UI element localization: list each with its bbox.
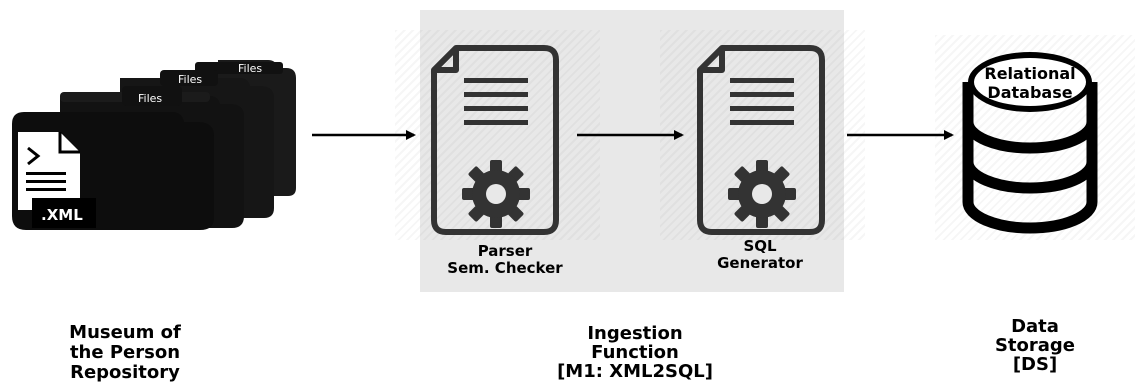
- xml-files-folders: .XML Files Files Files: [12, 60, 296, 230]
- storage-caption: Data Storage [DS]: [965, 316, 1105, 375]
- generator-label-line: Generator: [717, 254, 803, 273]
- caption-line: Repository: [70, 361, 180, 383]
- caption-line: [DS]: [1012, 353, 1058, 375]
- file-badge-label: .XML: [41, 206, 83, 224]
- ingestion-function-panel: [420, 10, 844, 292]
- parser-label: Parser Sem. Checker: [430, 242, 580, 278]
- caption-line: Museum of: [69, 322, 181, 343]
- xml-document-icon: [18, 132, 96, 228]
- ingestion-caption: Ingestion Function [M1: XML2SQL]: [535, 323, 735, 382]
- caption-line: [M1: XML2SQL]: [557, 360, 713, 382]
- parser-label-line: Sem. Checker: [447, 259, 563, 278]
- caption-line: Ingestion: [587, 323, 683, 344]
- generator-label: SQL Generator: [690, 237, 830, 273]
- database-label: Relational Database: [960, 64, 1100, 102]
- caption-line: Storage: [994, 334, 1076, 356]
- folder-tab-label: Files: [238, 62, 262, 75]
- parser-label-line: Parser: [477, 242, 533, 260]
- database-icon: [962, 52, 1098, 234]
- gear-icon: [728, 160, 796, 228]
- generator-document-gear-icon: [697, 45, 825, 235]
- generator-label-line: SQL: [743, 237, 777, 255]
- caption-line: Function: [591, 341, 679, 363]
- source-caption: Museum of the Person Repository: [40, 323, 210, 382]
- folder-tab-label: Files: [178, 73, 202, 86]
- database-label-line: Database: [987, 83, 1073, 103]
- caption-line: Data: [1011, 316, 1059, 337]
- database-label-line: Relational: [984, 64, 1076, 83]
- gear-icon: [462, 160, 530, 228]
- caption-line: the Person: [69, 341, 181, 363]
- folder-tab-label: Files: [138, 92, 162, 105]
- parser-document-gear-icon: [431, 45, 559, 235]
